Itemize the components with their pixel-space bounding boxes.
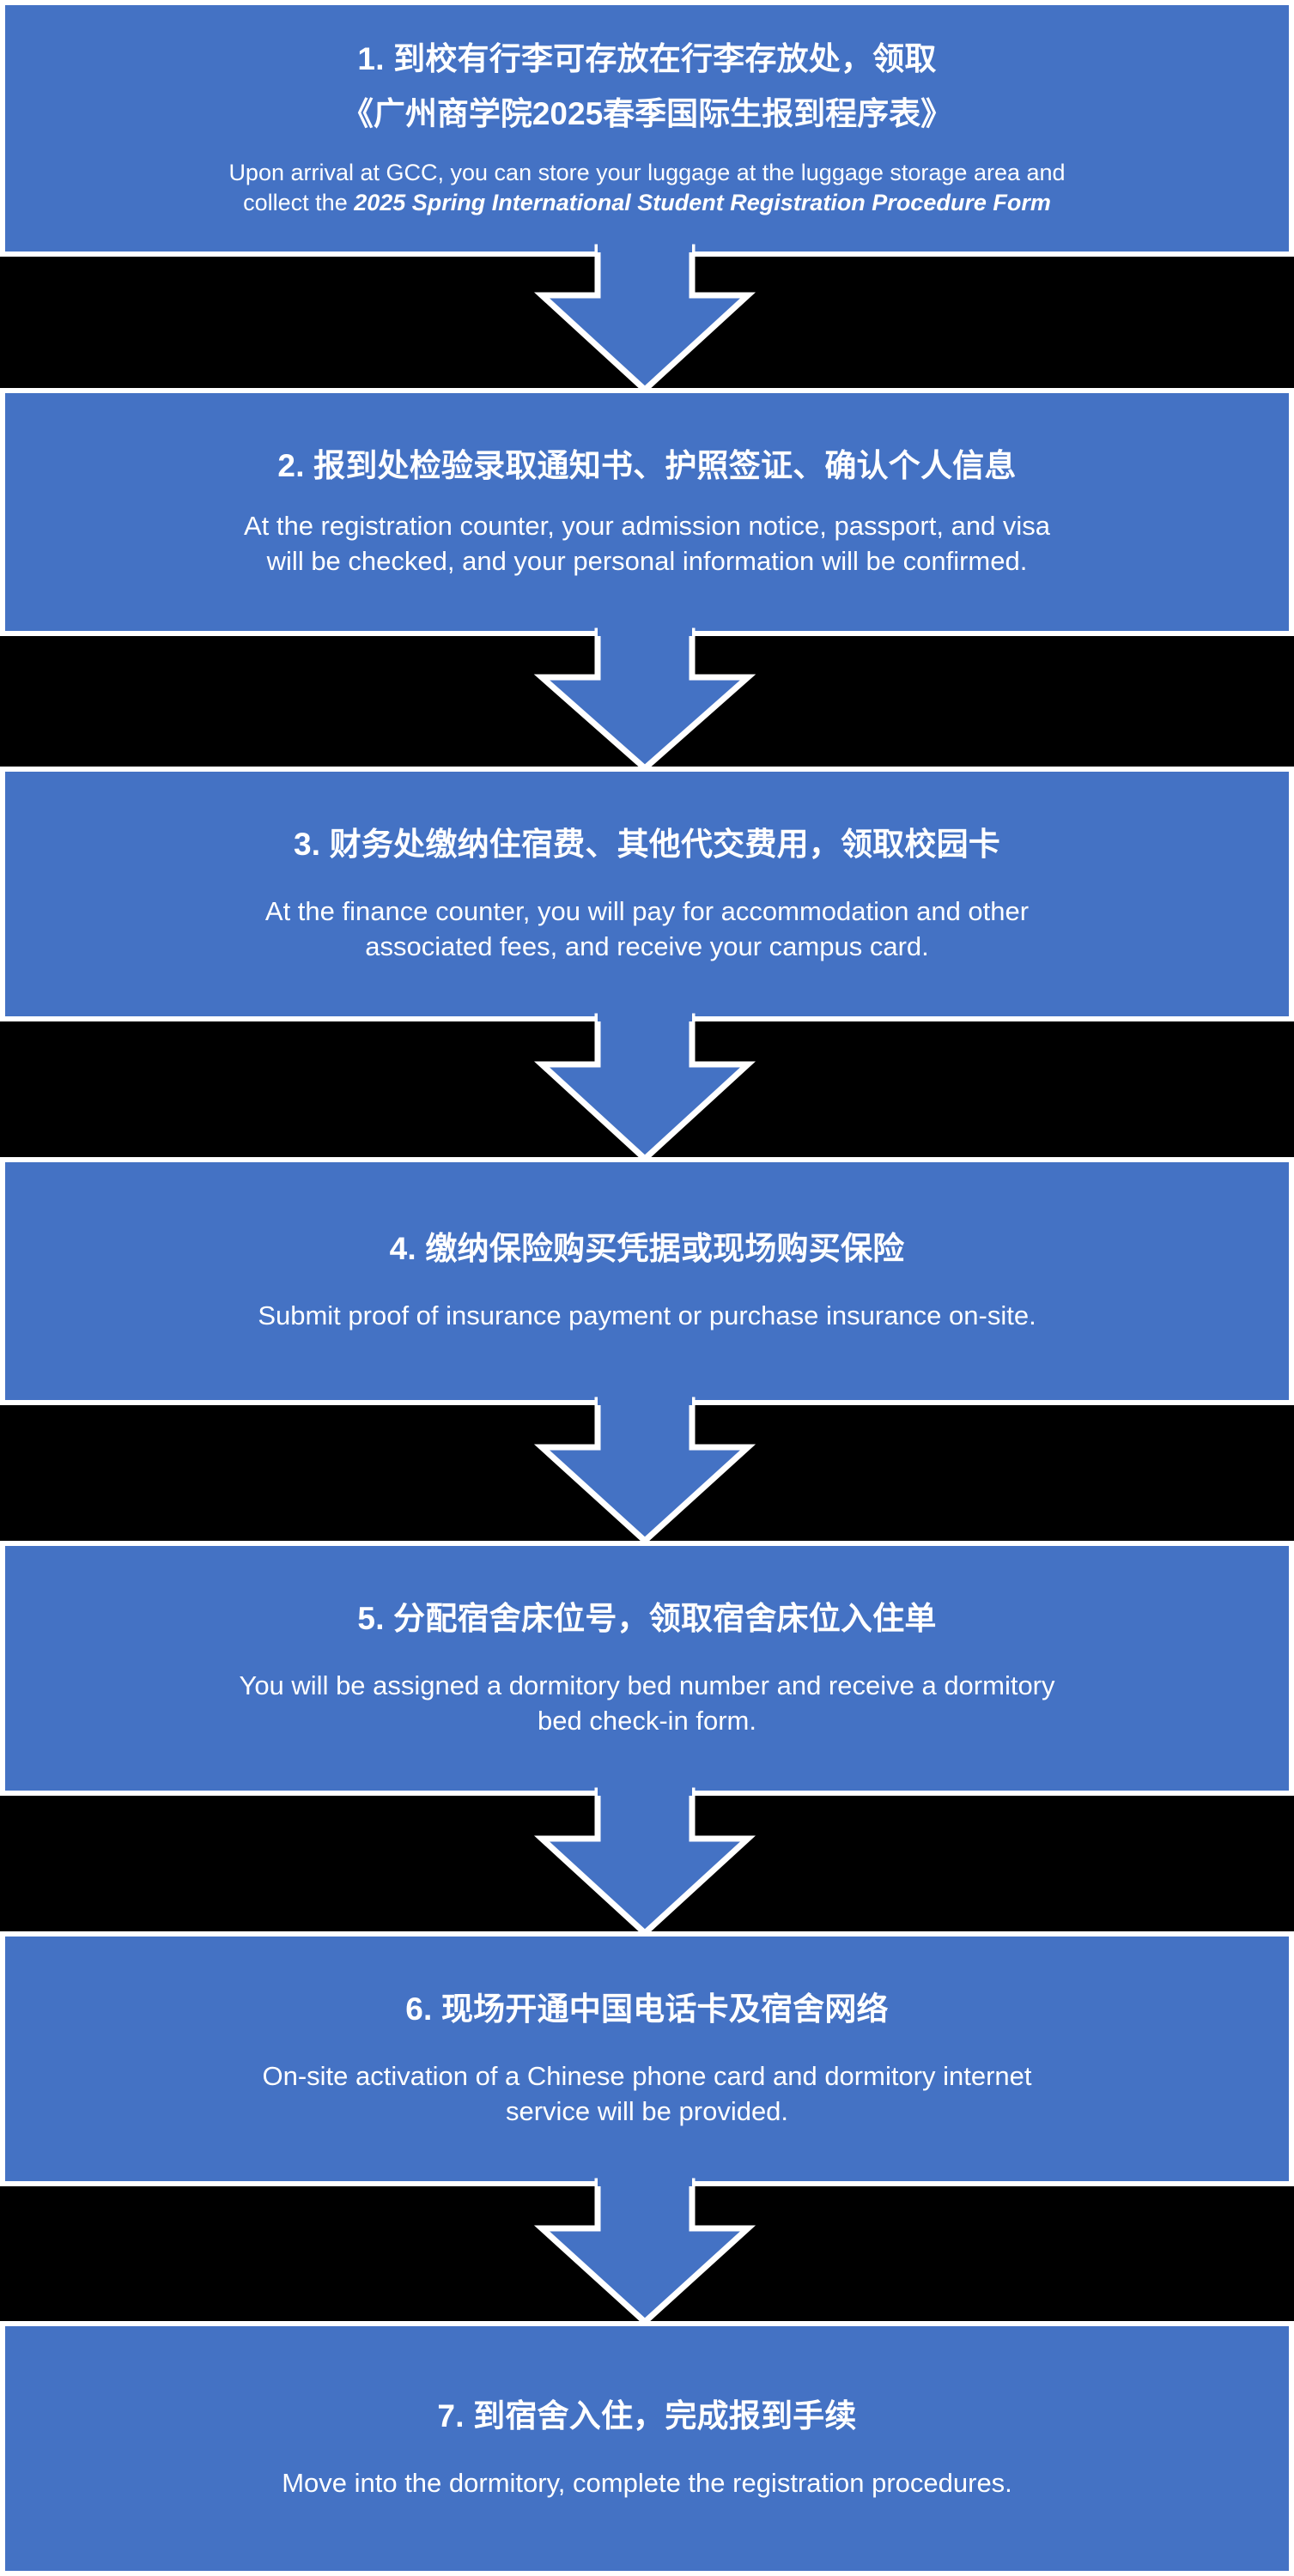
flow-step-7-desc-line1: Move into the dormitory, complete the re… — [282, 2468, 1012, 2499]
down-arrow-icon — [533, 627, 756, 773]
flow-step-1-title-line1: 1. 到校有行李可存放在行李存放处，领取 — [357, 41, 937, 77]
flow-step-5-desc-line2: bed check-in form. — [538, 1705, 756, 1736]
down-arrow-icon — [533, 2178, 756, 2326]
flow-step-1-desc-line1: Upon arrival at GCC, you can store your … — [228, 159, 1066, 185]
flow-step-4-desc-line1: Submit proof of insurance payment or pur… — [258, 1300, 1036, 1331]
flow-step-3: 3. 财务处缴纳住宿费、其他代交费用，领取校园卡 At the finance … — [0, 767, 1294, 1021]
flow-connector-3-to-4 — [534, 1013, 756, 1163]
flow-step-3-title: 3. 财务处缴纳住宿费、其他代交费用，领取校园卡 — [294, 827, 1000, 863]
flow-connector-1-to-2 — [534, 244, 756, 394]
flow-step-5-title: 5. 分配宿舍床位号，领取宿舍床位入住单 — [357, 1601, 937, 1637]
flow-step-7-title: 7. 到宿舍入住，完成报到手续 — [437, 2398, 857, 2434]
flow-step-2: 2. 报到处检验录取通知书、护照签证、确认个人信息 At the registr… — [0, 388, 1294, 636]
down-arrow-icon — [534, 244, 756, 394]
flow-step-4-title: 4. 缴纳保险购买凭据或现场购买保险 — [389, 1231, 905, 1267]
flow-step-1: 1. 到校有行李可存放在行李存放处，领取 《广州商学院2025春季国际生报到程序… — [0, 0, 1294, 257]
flow-connector-6-to-7 — [533, 2178, 756, 2326]
flow-step-6-desc-line1: On-site activation of a Chinese phone ca… — [262, 2061, 1032, 2092]
flow-step-6-desc-line2: service will be provided. — [505, 2095, 789, 2126]
flow-connector-4-to-5 — [533, 1397, 756, 1545]
flow-connector-2-to-3 — [533, 627, 756, 773]
flow-step-2-title: 2. 报到处检验录取通知书、护照签证、确认个人信息 — [277, 448, 1017, 484]
flow-step-7: 7. 到宿舍入住，完成报到手续 Move into the dormitory,… — [0, 2321, 1294, 2576]
down-arrow-icon — [534, 1013, 756, 1163]
flow-step-5-desc-line1: You will be assigned a dormitory bed num… — [239, 1670, 1055, 1701]
flow-step-6: 6. 现场开通中国电话卡及宿舍网络 On-site activation of … — [0, 1931, 1294, 2186]
flow-step-1-form-name: 2025 Spring International Student Regist… — [354, 189, 1051, 215]
flow-step-1-title-line2: 《广州商学院2025春季国际生报到程序表》 — [341, 96, 953, 132]
flow-step-3-desc-line1: At the finance counter, you will pay for… — [264, 896, 1030, 927]
flow-step-5: 5. 分配宿舍床位号，领取宿舍床位入住单 You will be assigne… — [0, 1541, 1294, 1796]
flow-step-1-desc-plain: collect the — [243, 189, 355, 215]
flow-step-2-desc-line1: At the registration counter, your admiss… — [243, 511, 1051, 542]
down-arrow-icon — [533, 1397, 756, 1545]
flow-step-6-title: 6. 现场开通中国电话卡及宿舍网络 — [405, 1991, 889, 2027]
flow-connector-5-to-6 — [534, 1787, 756, 1937]
flow-step-2-desc-line2: will be checked, and your personal infor… — [266, 545, 1028, 576]
down-arrow-icon — [534, 1787, 756, 1937]
flow-step-3-desc-line2: associated fees, and receive your campus… — [365, 930, 929, 961]
flow-step-4: 4. 缴纳保险购买凭据或现场购买保险 Submit proof of insur… — [0, 1157, 1294, 1405]
flow-step-1-desc-line2: collect the 2025 Spring International St… — [27, 188, 1267, 218]
